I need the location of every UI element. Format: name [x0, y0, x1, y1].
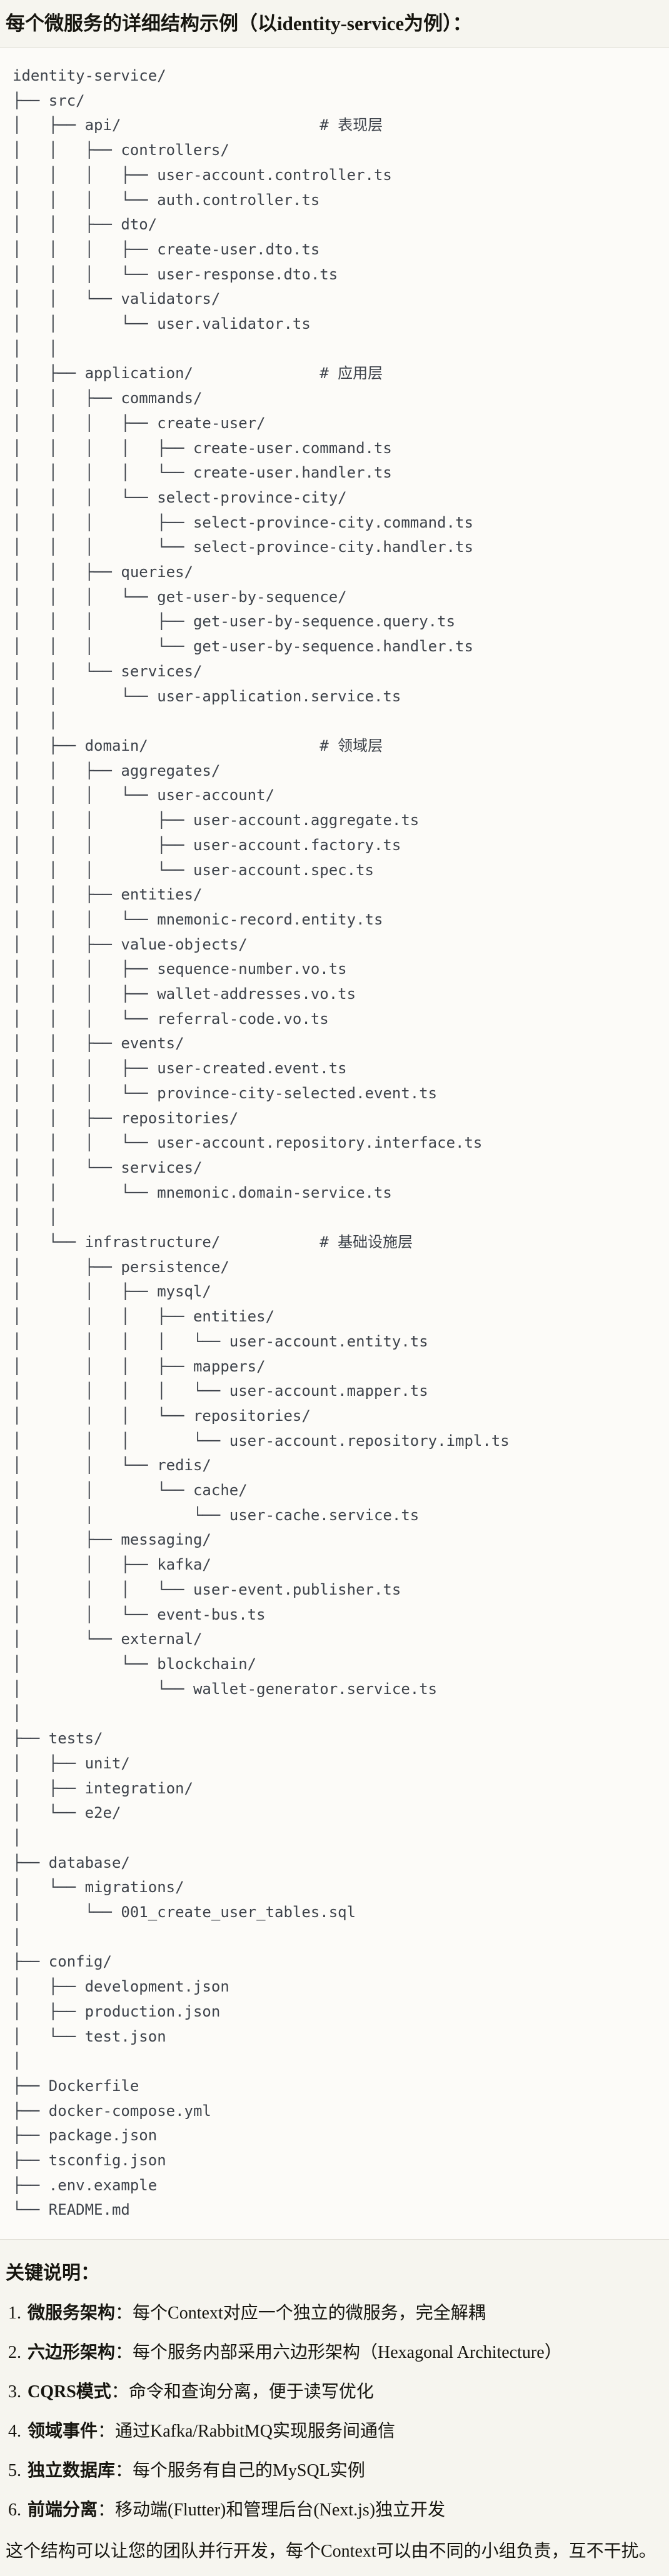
note-colon: ：	[98, 2500, 116, 2520]
closing-paragraph: 这个结构可以让您的团队并行开发，每个Context可以由不同的小组负责，互不干扰…	[6, 2542, 656, 2562]
note-desc: 每个服务有自己的MySQL实例	[133, 2461, 365, 2481]
note-item: 3. CQRS模式：命令和查询分离，便于读写优化	[8, 2380, 663, 2404]
key-notes-section: 关键说明： 1.微服务架构：每个Context对应一个独立的微服务，完全解耦 2…	[0, 2240, 669, 2576]
note-item: 2. 六边形架构：每个服务内部采用六边形架构（Hexagonal Architec…	[8, 2341, 663, 2365]
note-term: 前端分离	[28, 2500, 98, 2520]
note-term: 领域事件	[28, 2422, 98, 2442]
note-number: 1.	[8, 2303, 21, 2323]
note-item: 5. 独立数据库：每个服务有自己的MySQL实例	[8, 2459, 663, 2483]
page-title: 每个微服务的详细结构示例（以identity-service为例）：	[6, 13, 472, 34]
note-term: 六边形架构	[28, 2343, 116, 2363]
note-term: 微服务架构	[28, 2303, 116, 2323]
note-colon: ：	[115, 2303, 133, 2323]
note-desc: 命令和查询分离，便于读写优化	[128, 2382, 374, 2402]
note-number: 6.	[8, 2500, 21, 2520]
note-desc: 每个Context对应一个独立的微服务，完全解耦	[133, 2303, 486, 2323]
note-item: 4. 领域事件：通过Kafka/RabbitMQ实现服务间通信	[8, 2420, 663, 2443]
notes-heading: 关键说明：	[6, 2263, 99, 2284]
note-number: 4.	[8, 2422, 21, 2442]
note-colon: ：	[111, 2382, 129, 2402]
note-desc: 每个服务内部采用六边形架构（Hexagonal Architecture）	[133, 2343, 562, 2363]
directory-tree-code-block: identity-service/ ├── src/ │ ├── api/ # …	[0, 48, 669, 2240]
note-number: 3.	[8, 2382, 21, 2402]
note-colon: ：	[115, 2461, 133, 2481]
note-number: 5.	[8, 2461, 21, 2481]
note-desc: 通过Kafka/RabbitMQ实现服务间通信	[115, 2422, 395, 2442]
page-header: 每个微服务的详细结构示例（以identity-service为例）：	[0, 0, 669, 48]
note-term: 独立数据库	[28, 2461, 116, 2481]
note-term: CQRS模式	[28, 2382, 111, 2402]
note-number: 2.	[8, 2343, 21, 2363]
notes-list: 1.微服务架构：每个Context对应一个独立的微服务，完全解耦 2.六边形架构…	[6, 2302, 663, 2522]
note-item: 6. 前端分离：移动端(Flutter)和管理后台(Next.js)独立开发	[8, 2498, 663, 2522]
note-desc: 移动端(Flutter)和管理后台(Next.js)独立开发	[115, 2500, 446, 2520]
note-item: 1. 微服务架构：每个Context对应一个独立的微服务，完全解耦	[8, 2302, 663, 2325]
note-colon: ：	[115, 2343, 133, 2363]
note-colon: ：	[98, 2422, 116, 2442]
